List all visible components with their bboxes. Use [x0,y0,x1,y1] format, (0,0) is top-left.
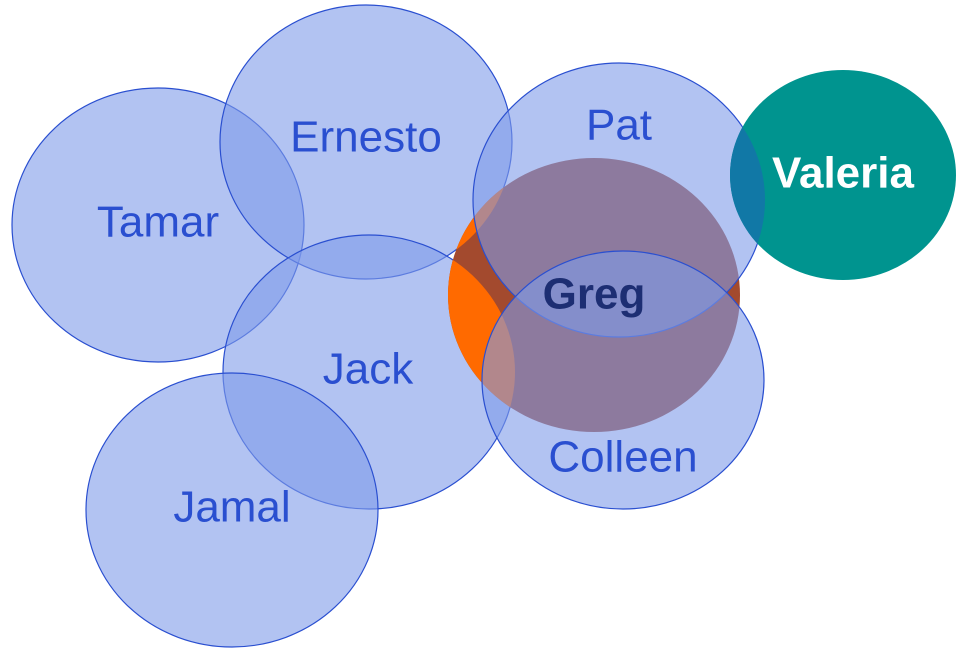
label-jamal: Jamal [173,483,290,532]
member-circles [11,4,516,648]
label-ernesto: Ernesto [290,113,442,162]
circle-colleen[interactable] [481,250,765,510]
circle-jamal[interactable] [85,372,379,648]
label-pat: Pat [586,101,652,150]
circle-valeria[interactable] [730,70,956,280]
label-greg: Greg [543,270,646,319]
labels: Tamar Ernesto Jack Jamal Pat Colleen Gre… [97,101,915,532]
label-valeria: Valeria [772,149,914,198]
member-circles-right [472,62,766,510]
label-tamar: Tamar [97,198,219,247]
label-colleen: Colleen [548,433,697,482]
label-jack: Jack [323,345,414,394]
